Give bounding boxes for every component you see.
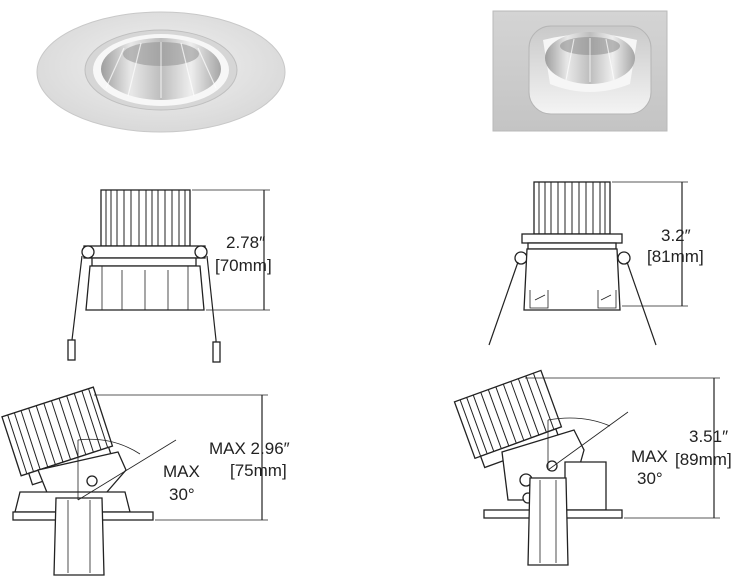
square-trim-photo (492, 10, 668, 132)
round-fixed-height-mm: [70mm] (215, 256, 272, 275)
round-adjustable-max-height-mm: [75mm] (230, 461, 287, 480)
round-fixed-side-view (67, 189, 270, 363)
round-adjustable-max-height: MAX 2.96″ (209, 439, 290, 458)
square-adjustable-height-inches: 3.51″ (689, 427, 728, 446)
round-adjustable-tilt-value: 30° (169, 485, 195, 504)
round-fixed-height-inches: 2.78″ (226, 233, 265, 252)
round-adjustable-side-view (1, 386, 268, 576)
square-adjustable-tilt-value: 30° (637, 469, 663, 488)
square-fixed-height-mm: [81mm] (647, 247, 704, 266)
square-adjustable-tilt-label: MAX (631, 447, 668, 466)
square-fixed-side-view (488, 181, 688, 346)
square-fixed-height-inches: 3.2″ (661, 226, 691, 245)
square-adjustable-height-mm: [89mm] (675, 450, 732, 469)
square-adjustable-side-view (453, 369, 720, 566)
round-trim-photo (36, 11, 286, 133)
round-adjustable-tilt-label: MAX (163, 462, 200, 481)
